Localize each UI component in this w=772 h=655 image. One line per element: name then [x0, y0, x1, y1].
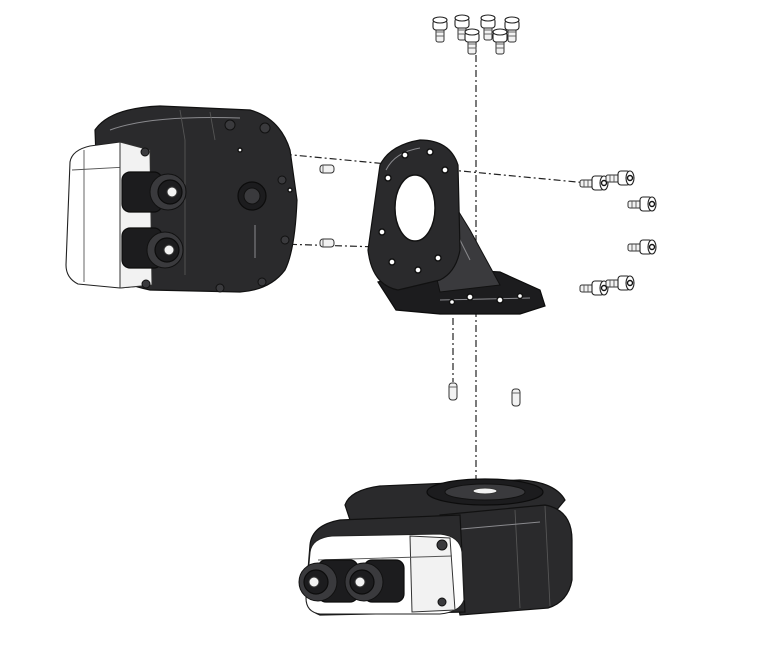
socket-head-cap-screw — [579, 175, 609, 191]
socket-head-cap-screw — [627, 239, 657, 255]
dowel-pin — [448, 382, 458, 401]
screws-right — [579, 170, 657, 296]
cable-gland — [121, 227, 184, 269]
socket-head-cap-screw — [627, 196, 657, 212]
screws-top — [432, 14, 520, 55]
dowel-pin — [319, 164, 335, 174]
dowel-pins-left — [319, 164, 335, 248]
socket-head-cap-screw — [579, 280, 609, 296]
cable-gland — [121, 171, 187, 213]
socket-head-cap-screw — [480, 14, 496, 41]
socket-head-cap-screw — [605, 275, 635, 291]
socket-head-cap-screw — [492, 28, 508, 55]
mounting-bracket — [367, 139, 546, 315]
socket-head-cap-screw — [504, 16, 520, 43]
socket-head-cap-screw — [605, 170, 635, 186]
socket-head-cap-screw — [454, 14, 470, 41]
socket-head-cap-screw — [432, 16, 448, 43]
dowel-pins-bottom — [448, 382, 521, 407]
dowel-pin — [319, 238, 335, 248]
actuator-top — [65, 105, 298, 293]
actuator-bottom — [298, 478, 573, 616]
socket-head-cap-screw — [464, 28, 480, 55]
bracket-center-bore — [394, 174, 436, 242]
dowel-pin — [511, 388, 521, 407]
cable-gland — [344, 559, 405, 603]
